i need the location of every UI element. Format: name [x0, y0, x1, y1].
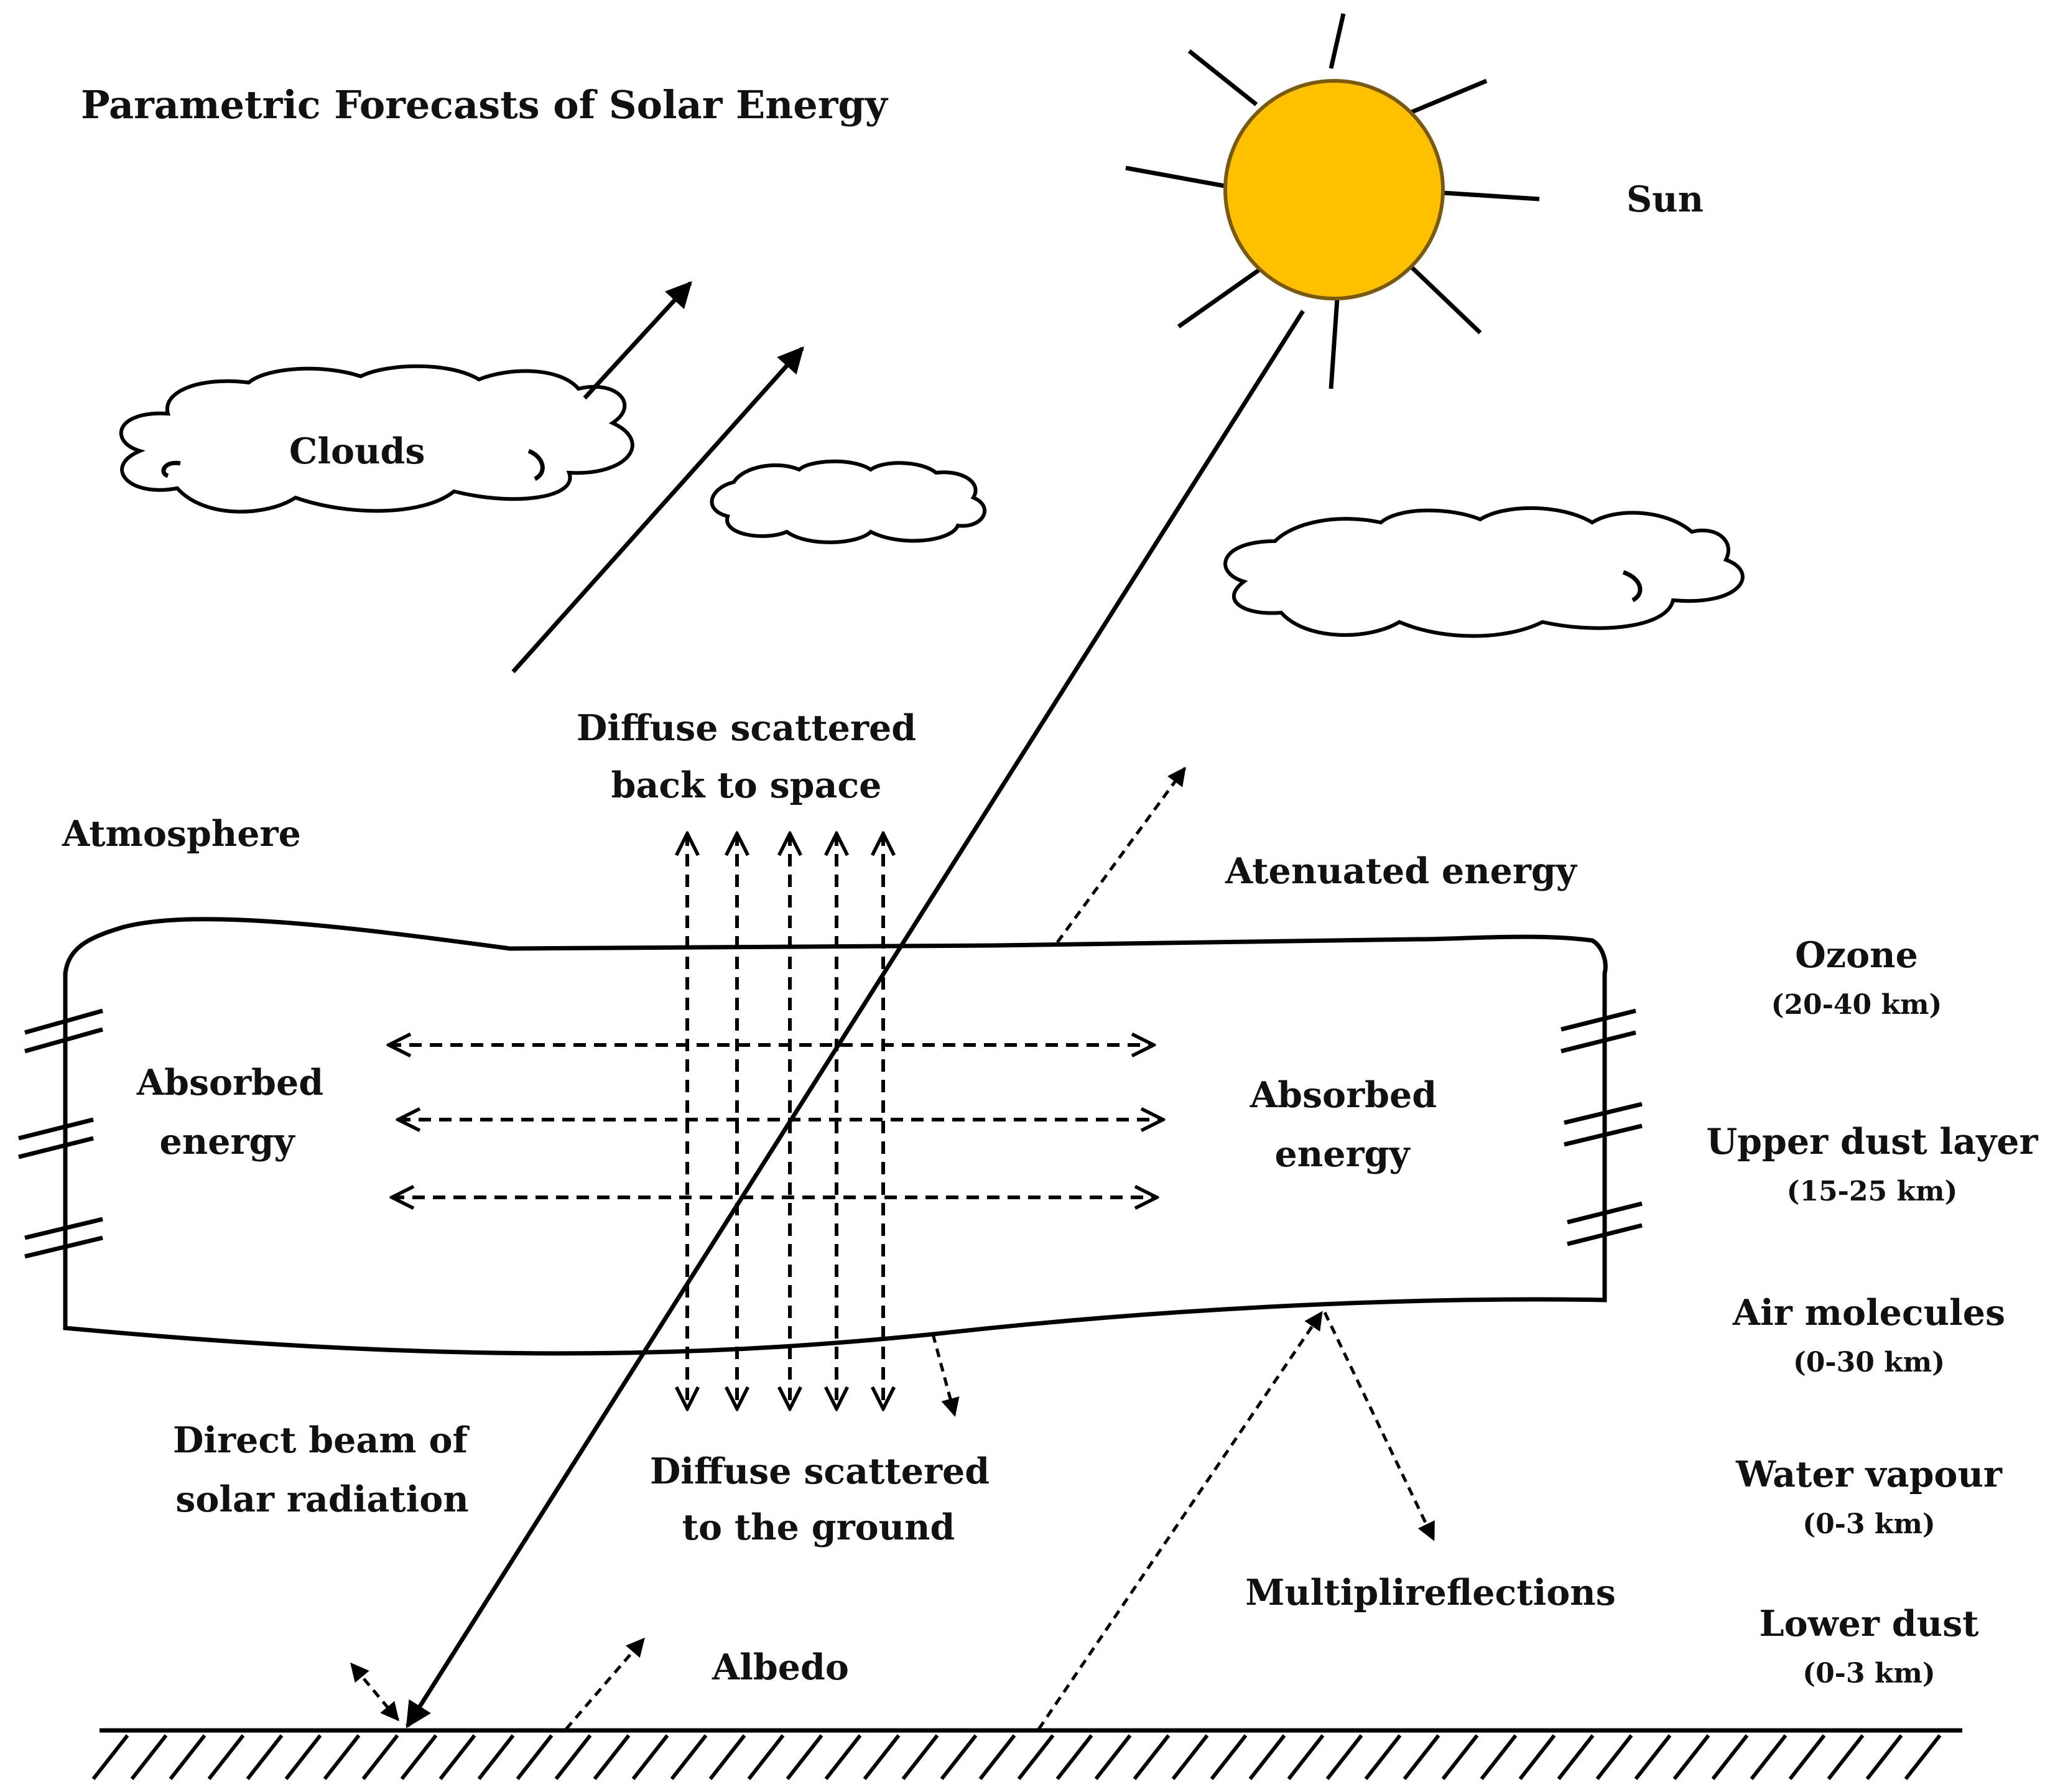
- layer-marks-left: [18, 1008, 103, 1259]
- ground-hatch-mark: [1055, 1734, 1093, 1780]
- direct-beam-line2: solar radiation: [175, 1479, 468, 1520]
- ground-hatch-mark: [1133, 1734, 1171, 1780]
- layer-name-air-molecules: Air molecules: [1732, 1292, 2005, 1334]
- ground-hatch-mark: [554, 1734, 592, 1780]
- ground-hatch-mark: [631, 1734, 669, 1780]
- ground-hatch-mark: [1171, 1734, 1209, 1780]
- ground-hatch-mark: [323, 1734, 361, 1780]
- absorbed-left-line1: Absorbed: [136, 1062, 323, 1103]
- ground-hatch-mark: [400, 1734, 438, 1780]
- absorbed-right-line1: Absorbed: [1250, 1074, 1437, 1116]
- ground-hatch-mark: [207, 1734, 245, 1780]
- ground-hatch-mark: [1711, 1734, 1749, 1780]
- layer-range-ozone: (20-40 km): [1771, 989, 1942, 1021]
- sun-icon: [1125, 13, 1540, 389]
- ground-hatch-mark: [940, 1734, 978, 1780]
- absorbed-arrows: [389, 1045, 1163, 1197]
- cloud-icon-small: [710, 459, 987, 544]
- ground-hatch-mark: [1480, 1734, 1518, 1780]
- layer-name-lower-dust: Lower dust: [1759, 1603, 1979, 1645]
- ground-hatch-mark: [1634, 1734, 1672, 1780]
- atmosphere-label: Atmosphere: [62, 813, 301, 855]
- ground-hatch-mark: [1210, 1734, 1248, 1780]
- multiple-reflections-down-arrow: [1323, 1311, 1435, 1541]
- attenuated-arrow: [1055, 766, 1187, 944]
- layer-name-ozone: Ozone: [1795, 934, 1918, 976]
- ground-hatch-mark: [284, 1734, 322, 1780]
- layer-marks-right: [1560, 1008, 1643, 1247]
- ground-hatch-mark: [747, 1734, 785, 1780]
- ground-hatch-mark: [91, 1734, 129, 1780]
- ground-hatch-mark: [438, 1734, 476, 1780]
- reflection-arrow: [511, 346, 804, 674]
- ground: [91, 1728, 1962, 1780]
- ground-hatch-mark: [1865, 1734, 1903, 1780]
- attenuated-label: Atenuated energy: [1225, 850, 1578, 892]
- cloud-icon-large: [119, 364, 634, 514]
- scatter-down-arrow: [931, 1334, 960, 1417]
- absorbed-right-line2: energy: [1275, 1133, 1411, 1175]
- ground-hatch-mark: [1595, 1734, 1633, 1780]
- ground-hatch-mark: [1557, 1734, 1595, 1780]
- ground-hatch-mark: [901, 1734, 939, 1780]
- layer-range-air-molecules: (0-30 km): [1793, 1347, 1945, 1378]
- ground-hatch-mark: [1325, 1734, 1363, 1780]
- ground-hatch-mark: [1827, 1734, 1865, 1780]
- diffuse-back-label-line1: Diffuse scattered: [577, 707, 916, 749]
- ground-hatch-mark: [786, 1734, 823, 1780]
- layer-list: Ozone (20-40 km) Upper dust layer (15-25…: [1706, 934, 2038, 1689]
- ground-hatch-mark: [1403, 1734, 1440, 1780]
- ground-hatch-mark: [978, 1734, 1016, 1780]
- ground-hatch-mark: [130, 1734, 168, 1780]
- ground-hatch-mark: [246, 1734, 284, 1780]
- cloud-reflection-arrow: [583, 281, 692, 400]
- ground-hatch-mark: [169, 1734, 206, 1780]
- direct-beam-line1: Direct beam of: [173, 1419, 470, 1461]
- ground-hatch-mark: [1750, 1734, 1788, 1780]
- diffuse-back-label-line2: back to space: [611, 764, 882, 806]
- direct-beam-arrow: [406, 310, 1305, 1729]
- albedo-label: Albedo: [712, 1646, 849, 1688]
- absorbed-left-line2: energy: [160, 1121, 296, 1163]
- ground-hatch-mark: [863, 1734, 901, 1780]
- ground-hatch-mark: [1518, 1734, 1556, 1780]
- ground-reflection-arrow: [350, 1662, 399, 1722]
- layer-name-upper-dust: Upper dust layer: [1706, 1121, 2038, 1163]
- ground-hatch-mark: [1248, 1734, 1286, 1780]
- ground-hatch-mark: [1788, 1734, 1826, 1780]
- ground-hatch-mark: [708, 1734, 746, 1780]
- ground-hatch-mark: [670, 1734, 708, 1780]
- ground-hatch-mark: [1441, 1734, 1479, 1780]
- ground-hatch-mark: [1094, 1734, 1132, 1780]
- diffuse-ground-line2: to the ground: [682, 1506, 955, 1548]
- ground-hatch-mark: [1287, 1734, 1325, 1780]
- ground-hatch-mark: [1017, 1734, 1055, 1780]
- ground-hatch-mark: [824, 1734, 862, 1780]
- diagram-title: Parametric Forecasts of Solar Energy: [81, 82, 889, 128]
- layer-name-water-vapour: Water vapour: [1735, 1454, 2003, 1495]
- diffuse-ground-line1: Diffuse scattered: [650, 1451, 990, 1492]
- ground-hatch-mark: [1364, 1734, 1402, 1780]
- cloud-icon-right: [1223, 506, 1745, 638]
- layer-range-water-vapour: (0-3 km): [1802, 1508, 1936, 1540]
- ground-hatch-mark: [516, 1734, 554, 1780]
- clouds-label: Clouds: [289, 430, 425, 472]
- ground-hatch-mark: [1904, 1734, 1942, 1780]
- layer-range-lower-dust: (0-3 km): [1802, 1658, 1936, 1689]
- ground-hatch-mark: [361, 1734, 399, 1780]
- ground-hatch-mark: [477, 1734, 515, 1780]
- ground-hatch-mark: [1672, 1734, 1710, 1780]
- multiple-reflections-up-arrow: [1037, 1311, 1324, 1730]
- layer-range-upper-dust: (15-25 km): [1787, 1176, 1958, 1207]
- multiple-reflections-label: Multiplireflections: [1245, 1572, 1616, 1613]
- albedo-arrow: [565, 1637, 645, 1730]
- ground-hatch-mark: [593, 1734, 631, 1780]
- sun-label: Sun: [1626, 179, 1704, 220]
